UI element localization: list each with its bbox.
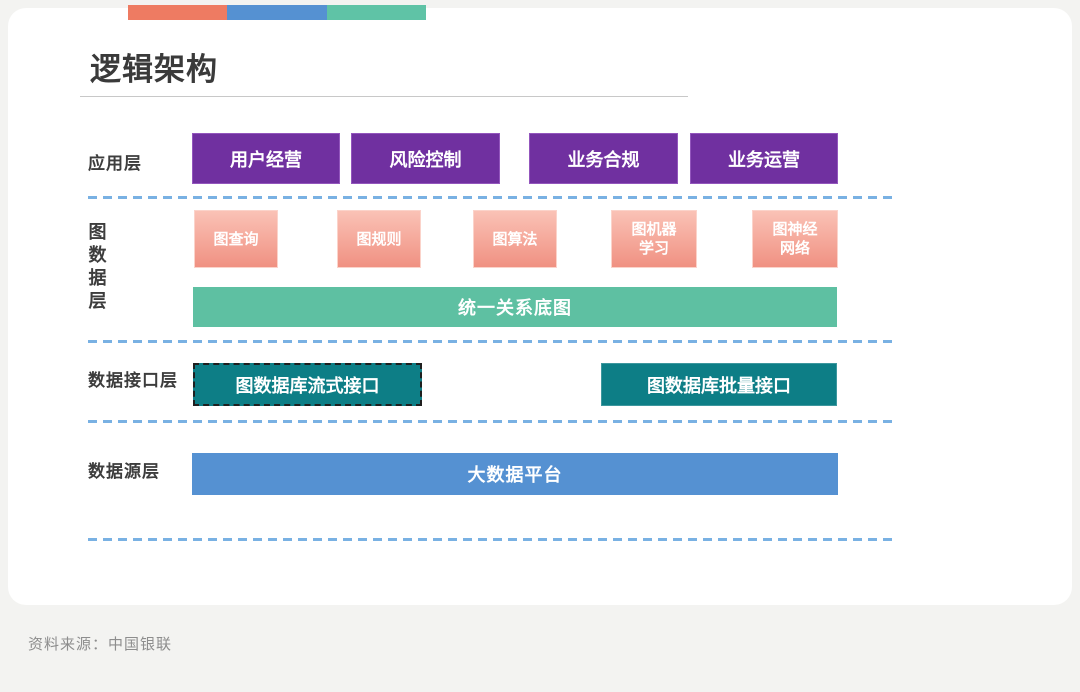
bar-big-data-platform: 大数据平台 [192,453,838,495]
box-graph-algorithm: 图算法 [473,210,557,268]
box-business-operations: 业务运营 [690,133,838,184]
layer-label-data-source: 数据源层 [88,462,160,481]
box-streaming-interface: 图数据库流式接口 [193,363,422,406]
box-business-compliance: 业务合规 [529,133,678,184]
box-batch-interface: 图数据库批量接口 [601,363,837,406]
title-divider [80,96,688,97]
layer-divider [88,420,894,423]
box-user-operation: 用户经营 [192,133,340,184]
accent-bar-segment-blue [227,5,327,20]
box-graph-rules: 图规则 [337,210,421,268]
accent-bar [128,5,426,20]
box-risk-control: 风险控制 [351,133,500,184]
layer-divider [88,196,894,199]
source-note: 资料来源：中国银联 [28,636,173,653]
layer-label-graph-data: 图 数 据 层 [88,222,108,311]
box-graph-machine-learning: 图机器 学习 [611,210,697,268]
box-graph-query: 图查询 [194,210,278,268]
accent-bar-segment-teal [326,5,426,20]
box-graph-neural-network: 图神经 网络 [752,210,838,268]
layer-divider [88,538,894,541]
layer-label-data-interface: 数据接口层 [88,371,178,390]
layer-label-application: 应用层 [88,154,142,173]
page-title: 逻辑架构 [90,52,218,87]
layer-divider [88,340,894,343]
bar-unified-relation-graph: 统一关系底图 [193,287,837,327]
accent-bar-segment-coral [128,5,228,20]
